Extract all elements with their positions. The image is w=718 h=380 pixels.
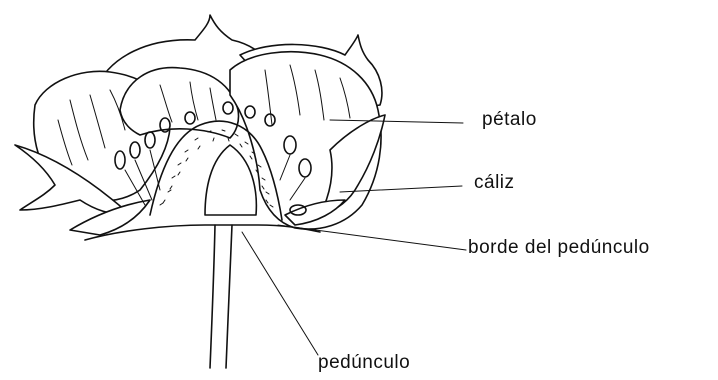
leader-peduncle [242,232,318,355]
label-peduncle: pedúnculo [318,352,410,374]
label-calyx: cáliz [474,172,515,194]
label-peduncle-edge: borde del pedúnculo [468,237,650,259]
inner-receptacle [205,145,256,215]
leader-peduncle-edge [278,225,466,250]
stem [210,225,232,368]
label-petal: pétalo [482,109,537,131]
